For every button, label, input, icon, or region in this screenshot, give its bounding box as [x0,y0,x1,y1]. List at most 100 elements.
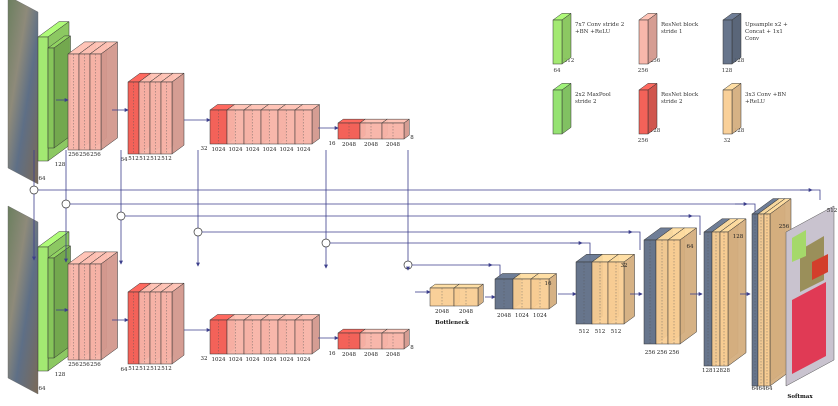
bottom-encoder-input-image [8,206,38,394]
bottleneck-block [454,284,483,306]
legend-text: 2x2 MaxPool [575,92,611,98]
top-encoder-stage1-channel-label: 256 [68,152,79,158]
bottom-encoder-stage2-block [161,283,184,364]
top-encoder-size-label: 8 [410,135,414,141]
skip-connection-line [70,204,755,225]
bottom-encoder-stage3-channel-label: 1024 [212,357,226,363]
bottom-encoder-stage3-channel-label: 1024 [297,357,311,363]
decoder-stage3-channel-label: 256 [669,350,680,356]
legend-text: +ReLU [745,99,765,105]
bottom-encoder-stage2-channel-label: 512 [150,366,161,372]
legend-text: stride 2 [661,99,682,105]
legend-text: stride 2 [575,99,596,105]
sum-node-icon [194,228,202,236]
top-encoder-stage3-block [295,105,320,145]
decoder-size-label: 32 [621,263,628,269]
bottleneck: 20482048 [430,284,483,315]
legend-text: Upsample x2 + [745,22,788,28]
sum-node-icon [62,200,70,208]
bottom-encoder-size-label: 16 [329,351,336,357]
bottom-encoder-stage3-channel-label: 1024 [246,357,260,363]
decoder-stage1-channel-label: 1024 [515,313,529,319]
legend-text: +BN +ReLU [575,29,611,35]
top-encoder-stage3-channel-label: 1024 [263,147,277,153]
top-encoder-stage4-channel-label: 2048 [386,142,400,148]
decoder-stage3-channel-label: 256 [645,350,656,356]
top-encoder-stage3-channel-label: 1024 [246,147,260,153]
top-encoder-stage2-block [161,73,184,154]
legend-channel-label: 256 [638,68,649,74]
skip-connection-line [202,232,640,250]
decoder-stage3-channel-label: 256 [657,350,668,356]
top-encoder-stage2-channel-label: 512 [150,156,161,162]
sum-node-icon [404,261,412,269]
decoder-size-label: 256 [779,224,790,230]
top-encoder-stage2-channel-label: 512 [139,156,150,162]
bottom-encoder-maxpool [48,246,71,358]
bottom-encoder-stage2-channel-label: 512 [139,366,150,372]
bottom-encoder-stage1-block [90,252,118,360]
bottleneck-channel-label: 2048 [459,309,473,315]
decoder-stage1-block [531,274,557,310]
top-encoder-stage2-channel-label: 512 [128,156,139,162]
sum-node-icon [322,239,330,247]
bottom-encoder-size-label: 8 [410,345,414,351]
decoder-size-label: 128 [733,234,744,240]
legend-text: Conv [745,36,760,42]
top-encoder-size-label: 128 [55,162,66,168]
top-encoder-stage3-channel-label: 1024 [229,147,243,153]
top-encoder-size-label: 64 [121,157,128,163]
decoder-stage2-channel-label: 512 [611,329,622,335]
legend-swatch-up [723,13,741,64]
bottom-encoder-stage4-channel-label: 2048 [364,352,378,358]
decoder-stage1-channel-label: 2048 [497,313,511,319]
top-encoder-size-label: 32 [201,146,208,152]
decoder-stage4 [704,219,746,366]
legend-channel-label: 64 [554,68,561,74]
top-encoder-stage4-block [382,119,409,139]
decoder-stage4-channel-label: 12812828 [702,368,730,374]
legend-channel-label: 256 [638,138,649,144]
decoder-stage2-channel-label: 512 [595,329,606,335]
decoder-size-label: 16 [545,281,552,287]
bottom-encoder-stage3-block [295,315,320,355]
legend-text: ResNet block [661,22,699,28]
decoder-size-label: 64 [687,244,694,250]
top-encoder-maxpool [48,36,71,148]
top-encoder-stage3-channel-label: 1024 [297,147,311,153]
decoder-stage5-channel-label: 646464 [752,386,773,392]
legend-text: 7x7 Conv stride 2 [575,22,624,28]
segmentation-output [786,206,834,386]
bottom-encoder-stage1-channel-label: 256 [90,362,101,368]
top-encoder-size-label: 16 [329,141,336,147]
legend-swatch-res1 [639,13,657,64]
top-encoder-stage2-channel-label: 512 [161,156,172,162]
legend-text: stride 1 [661,29,682,35]
legend-text: Concat + 1x1 [745,29,783,35]
skip-connection-line [38,190,820,200]
bottom-encoder-stage3-channel-label: 1024 [280,357,294,363]
legend-channel-label: 32 [724,138,731,144]
bottom-encoder-stage1-channel-label: 256 [79,362,90,368]
bottom-encoder-stage1-channel-label: 256 [68,362,79,368]
top-encoder-stage3-channel-label: 1024 [280,147,294,153]
decoder-stage4-block [720,219,746,366]
decoder-stage2-channel-label: 512 [579,329,590,335]
bottom-encoder-conv-label: 64 [39,386,46,392]
top-encoder-stage4-channel-label: 2048 [364,142,378,148]
top-encoder-stage3-channel-label: 1024 [212,147,226,153]
bottom-encoder-size-label: 32 [201,356,208,362]
legend-swatch-pool [553,83,571,134]
bottom-encoder-stage2-channel-label: 512 [161,366,172,372]
top-encoder-stage1-channel-label: 256 [90,152,101,158]
skip-connection-line [412,265,500,278]
top-encoder-input-image [8,0,38,184]
